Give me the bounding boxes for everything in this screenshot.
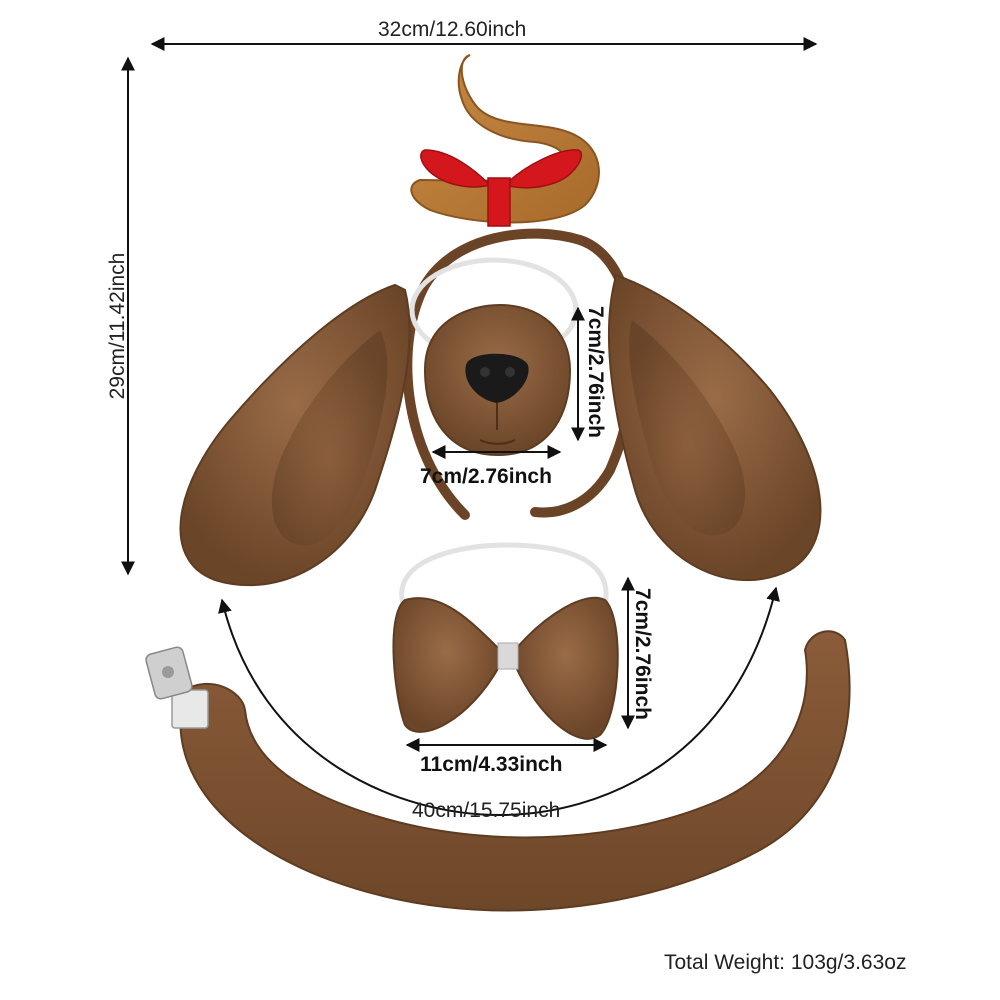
- total-weight-label: Total Weight: 103g/3.63oz: [664, 951, 907, 974]
- left-ear: [179, 283, 411, 587]
- nose-height-label: 7cm/2.76inch: [584, 306, 607, 438]
- tail-length-label: 40cm/15.75inch: [412, 799, 561, 822]
- nose-width-label: 7cm/2.76inch: [420, 465, 552, 488]
- ribbon: [420, 149, 583, 227]
- bowtie-elastic: [399, 542, 609, 611]
- bowtie-height-label: 7cm/2.76inch: [631, 588, 654, 720]
- bowtie: [392, 596, 619, 740]
- overall-width-label: 32cm/12.60inch: [378, 18, 527, 41]
- overall-height-label: 29cm/11.42inch: [106, 252, 129, 400]
- tail: [179, 630, 851, 912]
- tail-clip-icon: [145, 646, 209, 729]
- bowtie-width-label: 11cm/4.33inch: [420, 753, 563, 776]
- right-ear: [607, 273, 822, 581]
- headband: [402, 228, 639, 520]
- tail-arc-arrow: [218, 586, 780, 817]
- nose: [423, 303, 572, 457]
